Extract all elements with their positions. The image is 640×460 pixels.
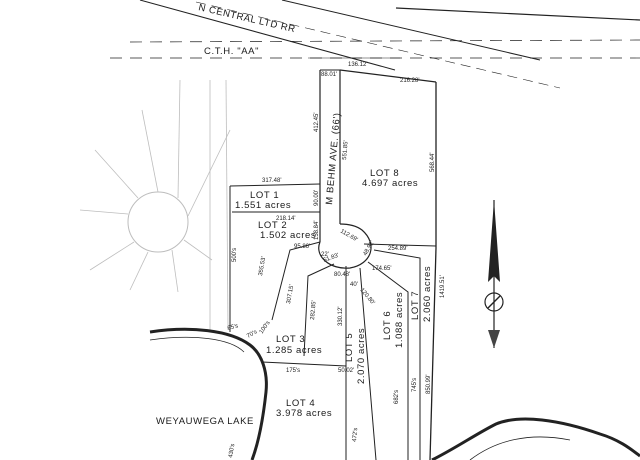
county-road: [110, 39, 640, 59]
lot-7-name: LOT 7: [410, 291, 421, 320]
lot-8-acres: 4.697 acres: [362, 178, 418, 189]
dimension-label: 218.14': [276, 216, 296, 222]
lake-shoreline: [149, 327, 640, 460]
dimension-label: 51.83': [323, 253, 340, 264]
dimension-label: 174.65': [372, 266, 392, 272]
lot-labels: LOT 8 4.697 acres LOT 1 1.551 acres LOT …: [235, 168, 433, 419]
dimension-label: 682's: [394, 390, 400, 404]
railroad-label: N CENTRAL LTD RR: [197, 2, 296, 35]
dimension-label: 254.89': [388, 246, 408, 252]
dimension-label: 95.86': [294, 244, 310, 250]
lot-8-name: LOT 8: [370, 168, 399, 179]
dimension-label: 568.44': [430, 153, 436, 173]
lot-6-name: LOT 6: [382, 311, 393, 340]
lot-boundaries: [229, 69, 437, 460]
dimension-label: 307.15': [286, 284, 295, 304]
dimension-label: 70's: [246, 329, 258, 340]
dimension-label: 22': [321, 252, 329, 258]
dimension-label: 472's: [352, 428, 359, 443]
north-arrow-icon: [484, 200, 504, 348]
dimension-label: 500's: [232, 248, 238, 262]
lake-label: WEYAUWEGA LAKE: [156, 416, 254, 427]
dimension-label: 412.45': [314, 113, 320, 133]
dimension-label: 100's: [259, 320, 272, 335]
dimension-label: 1419.51': [440, 275, 446, 298]
dimension-label: 88.01': [321, 72, 337, 78]
lot-4-name: LOT 4: [286, 398, 315, 409]
lot-1-acres: 1.551 acres: [235, 200, 291, 211]
dimension-label: 50.02': [338, 368, 354, 374]
lot-5-acres: 2.070 acres: [356, 328, 367, 384]
lot-1-name: LOT 1: [250, 190, 279, 201]
dimension-label: 551.85': [342, 140, 350, 160]
dimension-label: 745's: [412, 378, 418, 392]
dimension-label: 430's: [228, 443, 236, 458]
lot-2-acres: 1.502 acres: [260, 230, 316, 241]
road-label: C.T.H. "AA": [204, 46, 259, 57]
dimension-label: 317.48': [262, 178, 282, 184]
adjacent-subdivision: [79, 79, 231, 331]
lot-4-acres: 3.978 acres: [276, 408, 332, 419]
dimension-label: 120.80': [358, 287, 375, 306]
dimension-label: 355.53': [258, 256, 267, 276]
dimension-label: 136.12': [348, 62, 368, 68]
dimension-label: 850.99': [426, 375, 432, 395]
dimension-label: 216.28': [400, 78, 420, 84]
dimension-label: 330.12': [338, 307, 344, 327]
lot-3-name: LOT 3: [276, 334, 305, 345]
dimension-label: 158.84': [314, 221, 320, 241]
dimension-label: 80.48': [334, 272, 350, 278]
dimension-label: 90.00': [314, 190, 320, 206]
dimension-label: 40': [350, 282, 358, 288]
dimension-label: 65's: [227, 323, 239, 332]
dimension-label: 112.69': [339, 229, 359, 244]
lot-3-acres: 1.285 acres: [266, 345, 322, 356]
lot-6-acres: 1.088 acres: [394, 292, 405, 348]
dimension-label: 282.85': [310, 300, 318, 320]
lot-2-name: LOT 2: [258, 220, 287, 231]
lot-7-acres: 2.060 acres: [422, 266, 433, 322]
lot-5-name: LOT 5: [344, 333, 355, 362]
dimension-label: 175's: [286, 368, 300, 374]
dimension-label: 48.92': [363, 240, 376, 257]
